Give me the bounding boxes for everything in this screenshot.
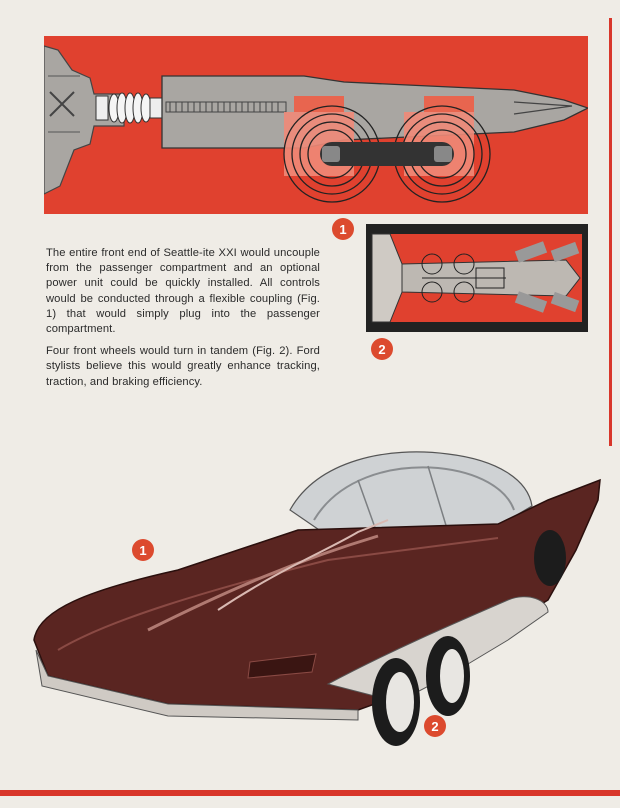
figure-2-badge: 2 [371,338,393,360]
bottom-accent-rule [0,790,620,796]
steering-drawing [371,233,582,323]
figure-1-coupling-illustration [44,36,588,214]
description-text: The entire front end of Seattle-ite XXI … [46,246,320,397]
car-wheels-badge: 2 [424,715,446,737]
car-front-end-badge: 1 [132,539,154,561]
figure-2-steering-illustration [366,224,588,332]
right-accent-rule [609,18,612,446]
paragraph-tandem-wheels: Four front wheels would turn in tandem (… [46,345,320,388]
coupling-drawing [44,45,588,203]
seattle-ite-car-illustration [33,451,601,746]
figure-1-badge: 1 [332,218,354,240]
paragraph-coupling: The entire front end of Seattle-ite XXI … [46,247,320,336]
